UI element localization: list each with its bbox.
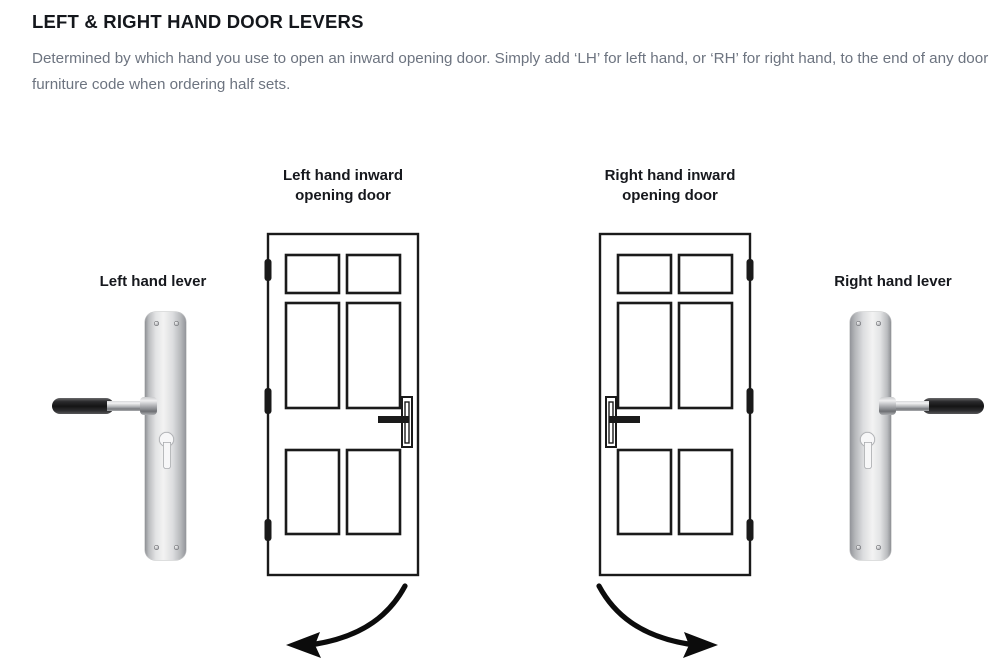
- door-panel-middle-right: [345, 301, 402, 410]
- lever-grip: [52, 398, 114, 414]
- door-panel-top-left: [616, 253, 673, 295]
- left-hand-lever-label: Left hand lever: [38, 272, 268, 292]
- door-hinge-icon-bottom: [746, 519, 754, 541]
- left-hand-door-label-line2: opening door: [295, 186, 391, 204]
- arrow-head: [683, 632, 718, 658]
- screw-icon: [876, 321, 881, 326]
- left-door-swing-arrow-icon: [286, 583, 408, 658]
- screw-icon: [856, 545, 861, 550]
- screw-icon: [856, 321, 861, 326]
- screw-icon: [174, 545, 179, 550]
- screw-icon: [154, 321, 159, 326]
- keyhole-slot-part: [162, 442, 171, 469]
- intro-paragraph: Determined by which hand you use to open…: [32, 50, 989, 94]
- door-handle-lever: [378, 416, 409, 423]
- screw-icon: [174, 321, 179, 326]
- arrow-head: [286, 632, 321, 658]
- door-panel-top-right: [677, 253, 734, 295]
- door-panel-middle-left: [616, 301, 673, 410]
- right-hand-door-label-line2: opening door: [622, 186, 718, 204]
- lever-arm: [879, 397, 984, 415]
- door-panel-bottom-left: [616, 448, 673, 536]
- right-hand-door-diagram: [598, 232, 754, 577]
- lever-neck: [107, 401, 153, 411]
- left-hand-door-diagram: [264, 232, 420, 577]
- left-hand-door-label: Left hand inward opening door: [243, 166, 443, 206]
- right-hand-lever-illustration: [805, 312, 984, 572]
- keyhole-slot-part: [863, 442, 872, 469]
- door-panel-top-right: [345, 253, 402, 295]
- door-panel-top-left: [284, 253, 341, 295]
- lever-grip: [922, 398, 984, 414]
- left-hand-lever-illustration: [52, 312, 230, 572]
- right-hand-lever-label-text: Right hand lever: [834, 273, 952, 290]
- door-handle-lever: [609, 416, 640, 423]
- right-hand-door-label-line1: Right hand inward: [604, 167, 736, 184]
- right-hand-door-label: Right hand inward opening door: [570, 166, 770, 206]
- arrow-curve: [313, 583, 408, 647]
- door-hinge-icon-bottom: [264, 519, 272, 541]
- arrow-curve: [596, 583, 691, 647]
- euro-cylinder-keyhole-icon: [158, 432, 175, 470]
- euro-cylinder-keyhole-icon: [859, 432, 876, 470]
- lever-neck: [883, 401, 929, 411]
- screw-icon: [876, 545, 881, 550]
- door-hinge-icon-top: [264, 259, 272, 281]
- door-panel-middle-left: [284, 301, 341, 410]
- lever-boss: [879, 397, 896, 415]
- lever-boss: [140, 397, 157, 415]
- door-panel-bottom-right: [345, 448, 402, 536]
- right-door-swing-arrow-icon: [596, 583, 718, 658]
- screw-icon: [154, 545, 159, 550]
- page-title: LEFT & RIGHT HAND DOOR LEVERS: [32, 11, 364, 32]
- lever-arm: [52, 397, 157, 415]
- door-panel-bottom-left: [284, 448, 341, 536]
- door-hinge-icon-middle: [264, 388, 272, 414]
- door-panel-middle-right: [677, 301, 734, 410]
- right-hand-lever-label: Right hand lever: [778, 272, 1000, 292]
- door-hinge-icon-top: [746, 259, 754, 281]
- door-hinge-icon-middle: [746, 388, 754, 414]
- door-panel-bottom-right: [677, 448, 734, 536]
- left-hand-door-label-line1: Left hand inward: [283, 167, 403, 184]
- left-hand-lever-label-text: Left hand lever: [99, 273, 207, 290]
